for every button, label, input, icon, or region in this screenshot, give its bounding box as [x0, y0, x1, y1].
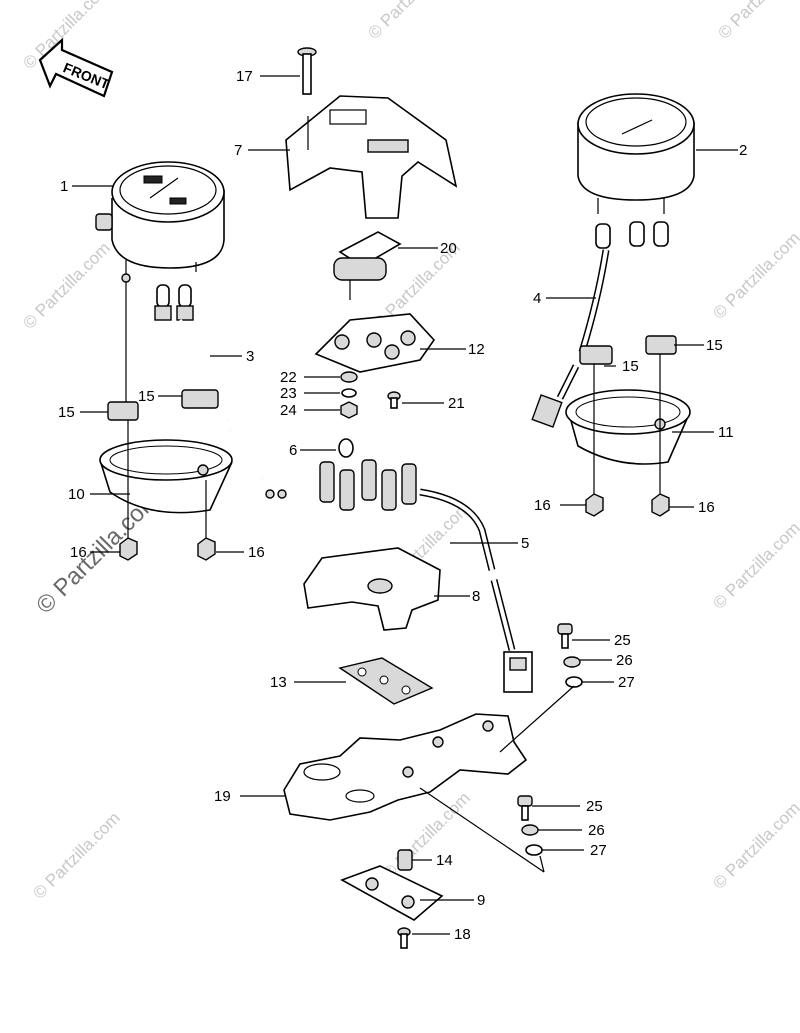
- watermark: © Partzilla.com: [19, 238, 113, 332]
- washer-23: [341, 388, 357, 398]
- plate-9: [340, 865, 444, 921]
- screw-18: [397, 927, 411, 949]
- grommet-14: [397, 849, 413, 871]
- part-label-2: 2: [739, 142, 747, 159]
- part-label-15: 15: [706, 337, 723, 354]
- part-label-16: 16: [248, 544, 265, 561]
- leader-lines: [72, 75, 738, 935]
- rubber-block-15: [181, 389, 219, 409]
- rubber-block-15: [107, 401, 139, 421]
- part-labels: 1 2 3 4 5 6 7 8 9 10 11 12 13 14 15 15 1…: [58, 68, 747, 943]
- part-label-27: 27: [590, 842, 607, 859]
- bolt-25: [557, 623, 573, 649]
- part-label-22: 22: [280, 369, 297, 386]
- part-label-13: 13: [270, 674, 287, 691]
- bracket-19: [283, 713, 528, 821]
- part-label-3: 3: [246, 348, 254, 365]
- bolt-25: [517, 795, 533, 821]
- left-gauge: [95, 161, 225, 283]
- gauge-cup-left: [99, 439, 233, 514]
- part-label-11: 11: [718, 424, 734, 441]
- meter-cover: [285, 95, 458, 219]
- wiring-harness-left: [154, 284, 287, 499]
- washer-26: [521, 824, 539, 836]
- watermark: © Partzilla.com: [709, 798, 800, 892]
- wiring-harness-4: [531, 221, 669, 428]
- part-label-18: 18: [454, 926, 471, 943]
- watermark: © Partzilla.com: [709, 518, 800, 612]
- part-label-14: 14: [436, 852, 453, 869]
- part-label-1: 1: [60, 178, 68, 195]
- screw-17: [297, 47, 317, 95]
- washer-27: [565, 676, 583, 688]
- part-label-4: 4: [533, 290, 541, 307]
- part-label-25: 25: [586, 798, 603, 815]
- part-label-21: 21: [448, 395, 465, 412]
- right-gauge: [577, 93, 695, 214]
- part-label-23: 23: [280, 385, 297, 402]
- bulb-holder-8: [303, 547, 441, 631]
- part-label-12: 12: [468, 341, 485, 358]
- part-label-16: 16: [534, 497, 551, 514]
- indicator-20: [333, 231, 402, 300]
- part-label-9: 9: [477, 892, 485, 909]
- part-label-16: 16: [698, 499, 715, 516]
- watermark: © Partzilla.com: [364, 0, 458, 43]
- part-label-26: 26: [588, 822, 605, 839]
- part-label-17: 17: [236, 68, 253, 85]
- washer-27: [525, 844, 543, 856]
- rubber-block-15: [645, 335, 677, 355]
- washer-22: [340, 371, 358, 383]
- part-label-7: 7: [234, 142, 242, 159]
- nut-16: [651, 493, 670, 517]
- nut-16: [197, 537, 216, 561]
- nut-16: [585, 493, 604, 517]
- part-label-6: 6: [289, 442, 297, 459]
- bulbs-6: [319, 438, 417, 511]
- part-label-26: 26: [616, 652, 633, 669]
- part-label-20: 20: [440, 240, 457, 257]
- nut-16: [119, 537, 138, 561]
- pad-13: [338, 657, 434, 705]
- part-label-24: 24: [280, 402, 297, 419]
- watermark: © Partzilla.com: [29, 808, 123, 902]
- washer-26: [563, 656, 581, 668]
- bulb-socket-base-12: [314, 313, 436, 373]
- part-label-10: 10: [68, 486, 85, 503]
- watermark: © Partzilla.com: [714, 0, 800, 43]
- part-label-25: 25: [614, 632, 631, 649]
- watermark: © Partzilla.com: [709, 228, 800, 322]
- wiring-harness-5: [419, 488, 533, 693]
- part-label-15: 15: [138, 388, 155, 405]
- gauge-cup-right: [565, 389, 691, 465]
- part-label-16: 16: [70, 544, 87, 561]
- part-label-8: 8: [472, 588, 480, 605]
- part-label-15: 15: [58, 404, 75, 421]
- part-label-15: 15: [622, 358, 639, 375]
- rubber-block-15: [579, 345, 613, 365]
- part-label-27: 27: [618, 674, 635, 691]
- nut-24: [340, 401, 358, 419]
- part-label-5: 5: [521, 535, 529, 552]
- screw-21: [387, 391, 401, 409]
- part-label-19: 19: [214, 788, 231, 805]
